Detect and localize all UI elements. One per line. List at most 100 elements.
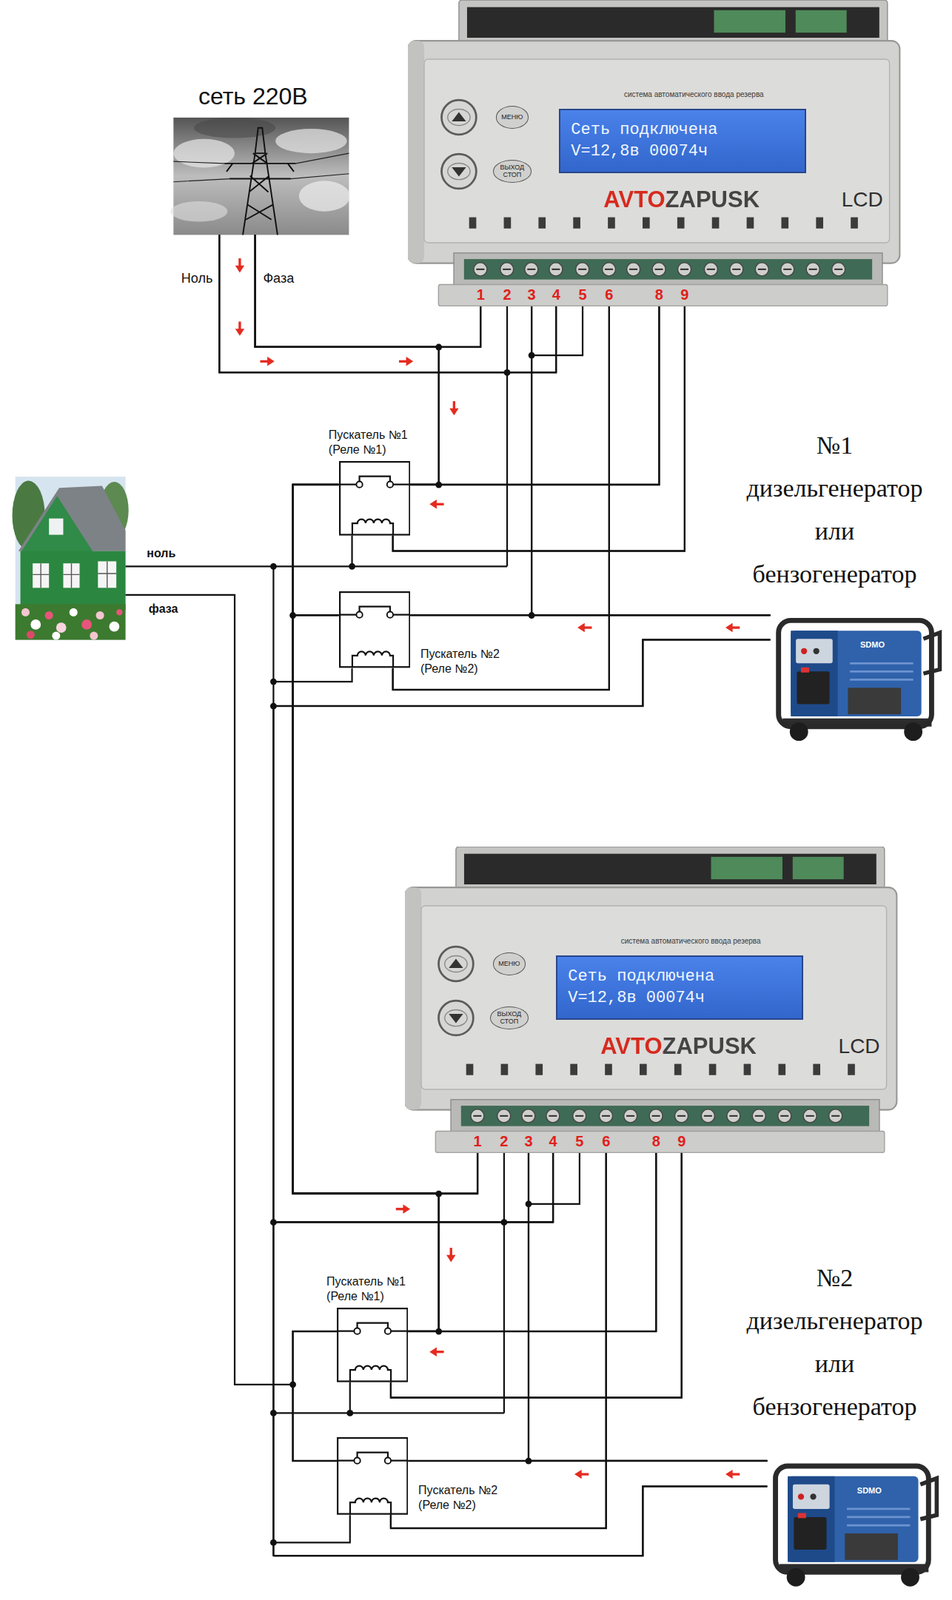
button-label: ВЫХОД СТОП [490,1011,528,1026]
down-triangle [452,167,467,177]
brand-name: AVTOZAPUSK [603,187,760,213]
bottom-lip [436,1131,885,1154]
terminal-screw [500,262,514,277]
generator-type: дизельгенератор или бензогенератор [737,467,932,596]
terminal-screw [803,1109,817,1124]
generator-picture [770,608,946,744]
terminal-strip [453,253,883,288]
housing-edge [407,40,425,263]
vent-slot [573,217,582,229]
button-ring [444,1010,468,1027]
generator-type: дизельгенератор или бензогенератор [738,1299,933,1429]
terminal-screw [524,262,539,277]
terminal-screw [778,1109,792,1124]
terminal-screw [675,1109,689,1124]
button-ring [444,955,468,972]
vent-slot [538,217,547,229]
terminal-screw [473,262,488,277]
device-subtitle: система автоматического ввода резерва [624,89,764,98]
terminal-block [792,857,844,880]
wire-connector [390,1153,607,1529]
contact-symbol [339,607,411,616]
contactor: Пускатель №1 (Реле №1) [339,461,411,536]
exit-button: ВЫХОД СТОП [493,159,532,183]
up-button [438,946,474,982]
screw-slot [834,268,843,271]
terminal-screw [575,262,590,277]
vent-strip [467,7,880,38]
housing-body [407,40,900,263]
brand-label: SDMO [857,1486,882,1495]
wire-connector [393,306,685,552]
vent-slot [712,217,720,229]
terminal-screw [755,262,770,277]
contact-point [386,612,393,619]
contact-point [353,1458,360,1465]
terminal-number: 2 [499,1134,508,1149]
wire-connector [393,306,610,690]
house-picture [12,476,129,641]
vent-slot [639,1064,648,1076]
terminal-screw [624,1109,638,1124]
terminal-block [711,857,783,880]
screw-slot [473,1115,482,1118]
contactor: Пускатель №1 (Реле №1) [336,1308,408,1383]
relay-symbol [339,591,411,668]
screw-slot [831,1115,840,1118]
terminal-number: 1 [476,287,485,303]
terminal-number: 4 [552,287,561,303]
vent-slot [781,217,790,229]
terminal-screw [521,1109,536,1124]
terminal-screw [704,262,719,277]
vent-slot [851,217,859,229]
wire-connector [293,484,439,1332]
wire-connector [410,306,659,485]
vent-slot [677,217,685,229]
relay-heading: Пускатель №1 (Реле №1) [326,1274,420,1305]
screw-slot [476,268,485,271]
face-plate [424,59,890,243]
device-subtitle: система автоматического ввода резерва [621,936,762,945]
screw-slot [524,1115,533,1118]
screw-slot [732,268,742,271]
coil-symbol [350,1366,391,1383]
contact-point [386,481,393,488]
relay-symbol [336,1437,408,1516]
vent-slot [778,1064,787,1076]
screw-slot [809,268,818,271]
button-label: ВЫХОД СТОП [493,164,531,179]
vent-slot [607,217,616,229]
housing-edge [404,887,422,1110]
wire-connector [293,615,439,1332]
lcd-display: Сеть подключенаV=12,8в 00074ч [558,108,807,174]
generator-number: №1 [737,424,932,468]
top-cap [456,846,885,894]
terminal-recess [464,259,873,280]
terminal-number: 3 [524,1134,533,1149]
generator-caption: №2дизельгенератор или бензогенератор [738,1256,933,1429]
terminal-screw [549,262,563,277]
vent-slot [816,217,824,229]
terminal-number: 6 [604,287,613,303]
wire-label: Фаза [262,271,294,286]
generator-picture [767,1454,943,1590]
terminal-number: 1 [473,1134,482,1149]
display-line: V=12,8в 00074ч [570,141,795,163]
vent-slot [709,1064,717,1076]
screw-slot [652,1115,661,1118]
screw-slot [601,1115,610,1118]
terminal-screw [470,1109,485,1124]
terminal-number: 6 [601,1134,610,1149]
terminal-block [795,10,847,33]
screw-slot [578,268,588,271]
ats-controller: система автоматического ввода резерваAVT… [407,0,908,307]
screw-slot [704,1115,713,1118]
wire-connector [273,1153,767,1557]
screw-slot [729,1115,739,1118]
wire-connector [390,1153,682,1399]
contactor: Пускатель №2 (Реле №2) [336,1437,408,1516]
screw-slot [677,1115,686,1118]
vent-slot [743,1064,752,1076]
relay-housing [337,1308,408,1382]
